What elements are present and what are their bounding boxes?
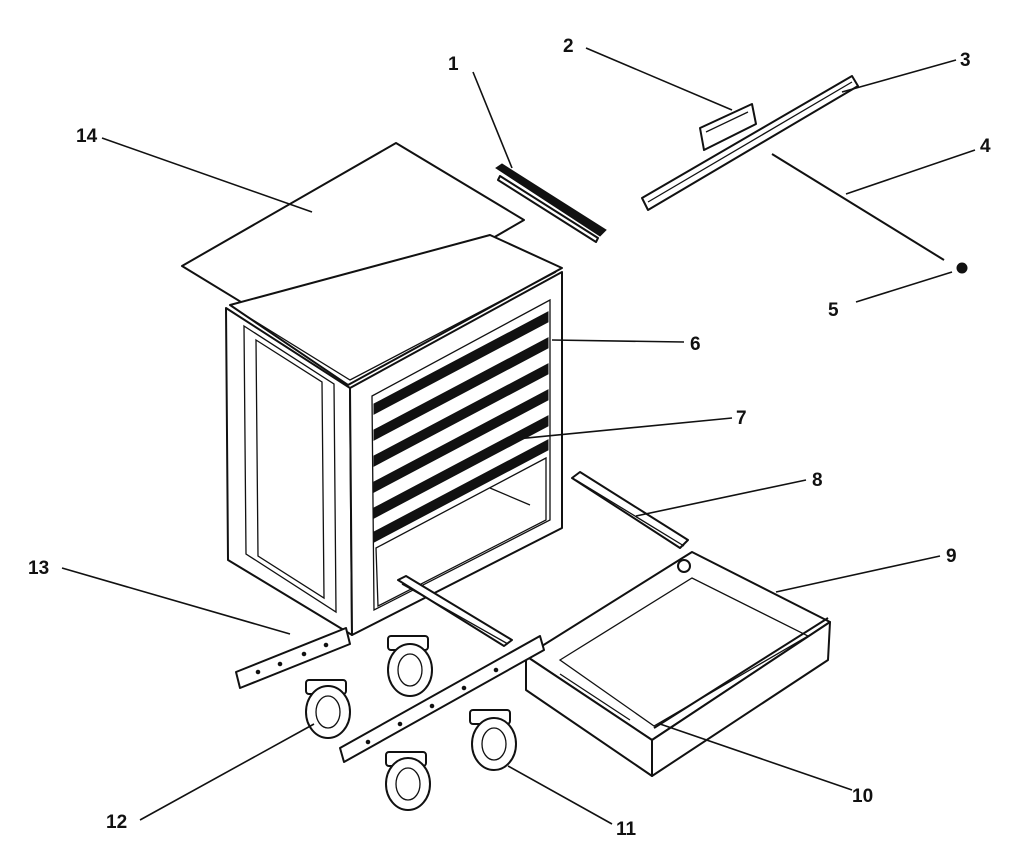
base-rail-front bbox=[339, 635, 545, 763]
callout-7: 7 bbox=[736, 408, 747, 429]
leader-6 bbox=[551, 339, 685, 343]
leader-7 bbox=[505, 417, 733, 441]
caster-front-left bbox=[385, 751, 431, 811]
leader-14 bbox=[101, 137, 313, 213]
callout-labels: 1 2 3 4 5 6 7 8 9 10 11 12 13 14 bbox=[28, 36, 991, 840]
callout-3: 3 bbox=[960, 50, 971, 71]
callout-6: 6 bbox=[690, 334, 701, 355]
leader-11 bbox=[507, 765, 613, 825]
part-2-handle-bracket bbox=[699, 103, 757, 151]
part-1-slide-strip bbox=[495, 163, 607, 243]
part-11-caster bbox=[469, 709, 517, 771]
callout-11: 11 bbox=[616, 819, 637, 840]
side-rail-lower bbox=[397, 575, 513, 647]
callout-5: 5 bbox=[828, 300, 839, 321]
cabinet-body bbox=[225, 234, 563, 636]
callout-4: 4 bbox=[980, 136, 991, 157]
leader-8 bbox=[635, 479, 807, 517]
leader-4 bbox=[845, 149, 976, 195]
callout-1: 1 bbox=[448, 54, 459, 75]
part-12-caster bbox=[305, 679, 351, 739]
part-5-end-cap bbox=[956, 262, 968, 274]
callout-14: 14 bbox=[76, 126, 98, 147]
leader-12 bbox=[139, 723, 315, 821]
part-8-drawer-slide bbox=[571, 471, 689, 549]
part-9-drawer bbox=[525, 551, 831, 777]
leader-2 bbox=[585, 47, 733, 111]
leader-5 bbox=[855, 271, 953, 303]
part-13-base-rail bbox=[235, 627, 351, 689]
part-3-long-rail bbox=[641, 75, 859, 211]
leader-13 bbox=[61, 567, 291, 635]
callout-8: 8 bbox=[812, 470, 823, 491]
callout-10: 10 bbox=[852, 786, 873, 807]
callout-2: 2 bbox=[563, 36, 574, 57]
leader-9 bbox=[775, 555, 941, 593]
caster-rear-left bbox=[387, 635, 433, 697]
callout-9: 9 bbox=[946, 546, 957, 567]
leader-3 bbox=[841, 59, 957, 93]
leader-10 bbox=[659, 723, 853, 791]
part-4-rod bbox=[771, 153, 945, 261]
callout-12: 12 bbox=[106, 812, 127, 833]
leader-1 bbox=[472, 71, 513, 169]
callout-13: 13 bbox=[28, 558, 49, 579]
leader-lines bbox=[61, 47, 976, 825]
